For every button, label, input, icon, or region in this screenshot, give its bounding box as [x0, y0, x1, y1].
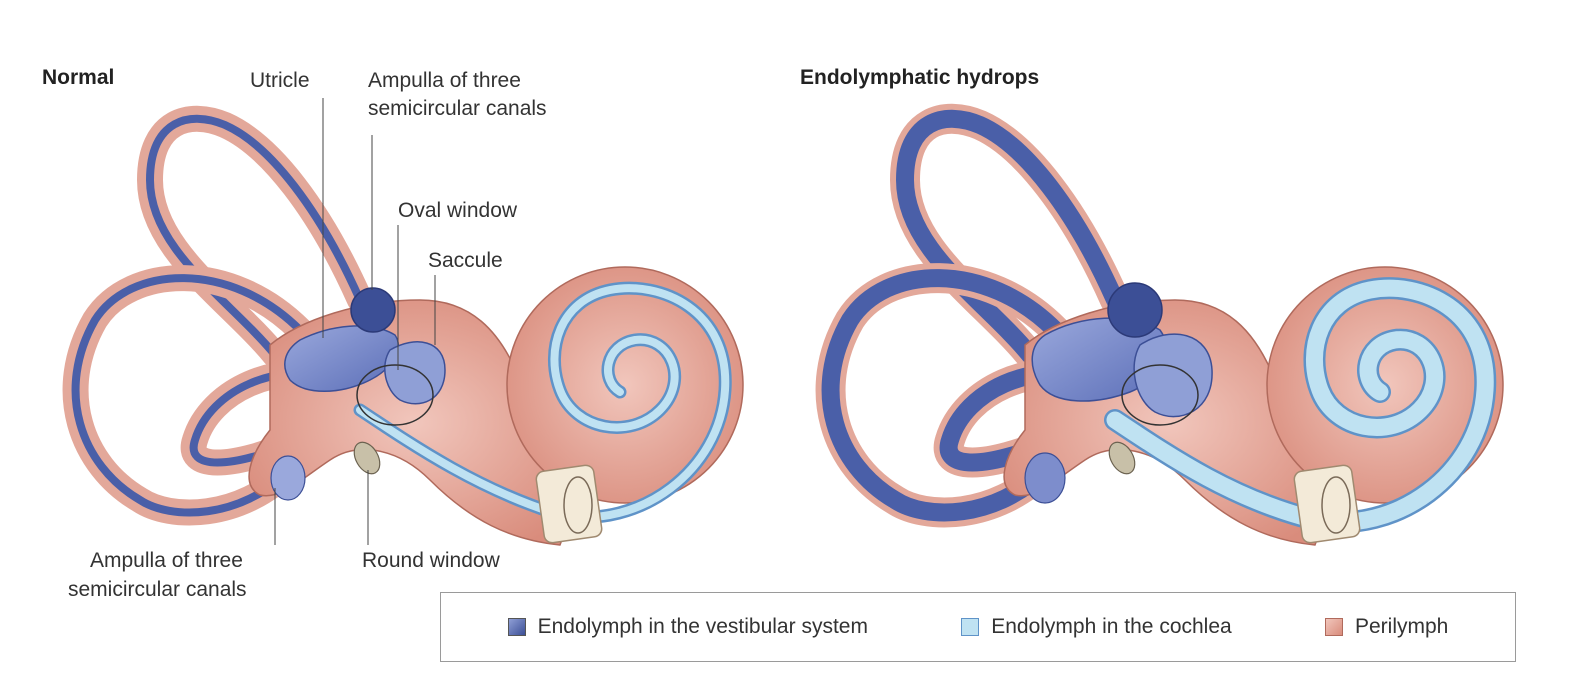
legend-swatch-vestibular — [507, 618, 526, 636]
label-saccule: Saccule — [428, 249, 503, 272]
legend-item-cochlea: Endolymph in the cochlea — [961, 615, 1232, 639]
legend-item-vestibular: Endolymph in the vestibular system — [507, 615, 868, 639]
hydrops-saccule — [1133, 333, 1213, 418]
hydrops-inner-ear — [815, 103, 1504, 546]
label-round-window: Round window — [362, 549, 500, 572]
hydrops-oval-window — [1121, 364, 1199, 426]
legend-label-vestibular: Endolymph in the vestibular system — [537, 615, 868, 638]
label-oval-window: Oval window — [398, 199, 518, 222]
legend-item-perilymph: Perilymph — [1324, 615, 1449, 639]
normal-ampulla-superior — [350, 287, 396, 333]
label-ampulla-top-line2: semicircular canals — [368, 97, 547, 120]
legend-swatch-perilymph — [1324, 618, 1343, 636]
normal-panel-title: Normal — [42, 66, 115, 89]
label-ampulla-bottom-line1: Ampulla of three — [90, 549, 243, 572]
hydrops-cochlea-band-ring — [1321, 476, 1351, 534]
normal-cochlea-band — [535, 464, 603, 544]
legend-swatch-cochlea — [961, 618, 980, 636]
hydrops-posterior-canal-endolymph — [821, 269, 1064, 522]
hydrops-cochlea-band — [1293, 464, 1361, 544]
normal-ampulla-posterior — [270, 455, 306, 501]
normal-cochlea-band-ring — [563, 476, 593, 534]
hydrops-panel-title: Endolymphatic hydrops — [800, 66, 1040, 89]
normal-cochlea-perilymph — [506, 266, 744, 504]
legend-label-cochlea: Endolymph in the cochlea — [991, 615, 1232, 638]
label-utricle: Utricle — [250, 69, 310, 92]
label-ampulla-top-line1: Ampulla of three — [368, 69, 521, 92]
hydrops-round-window — [1108, 441, 1136, 475]
legend-label-perilymph: Perilymph — [1354, 615, 1449, 638]
normal-oval-window — [356, 364, 434, 426]
label-ampulla-bottom-line2: semicircular canals — [68, 578, 247, 601]
hydrops-ampulla-superior — [1107, 282, 1163, 338]
normal-round-window — [353, 441, 381, 475]
hydrops-ampulla-posterior — [1024, 452, 1066, 504]
normal-saccule — [384, 341, 446, 405]
normal-inner-ear — [62, 98, 744, 546]
legend: Endolymph in the vestibular system Endol… — [440, 592, 1516, 662]
normal-posterior-canal-endolymph — [71, 274, 304, 517]
